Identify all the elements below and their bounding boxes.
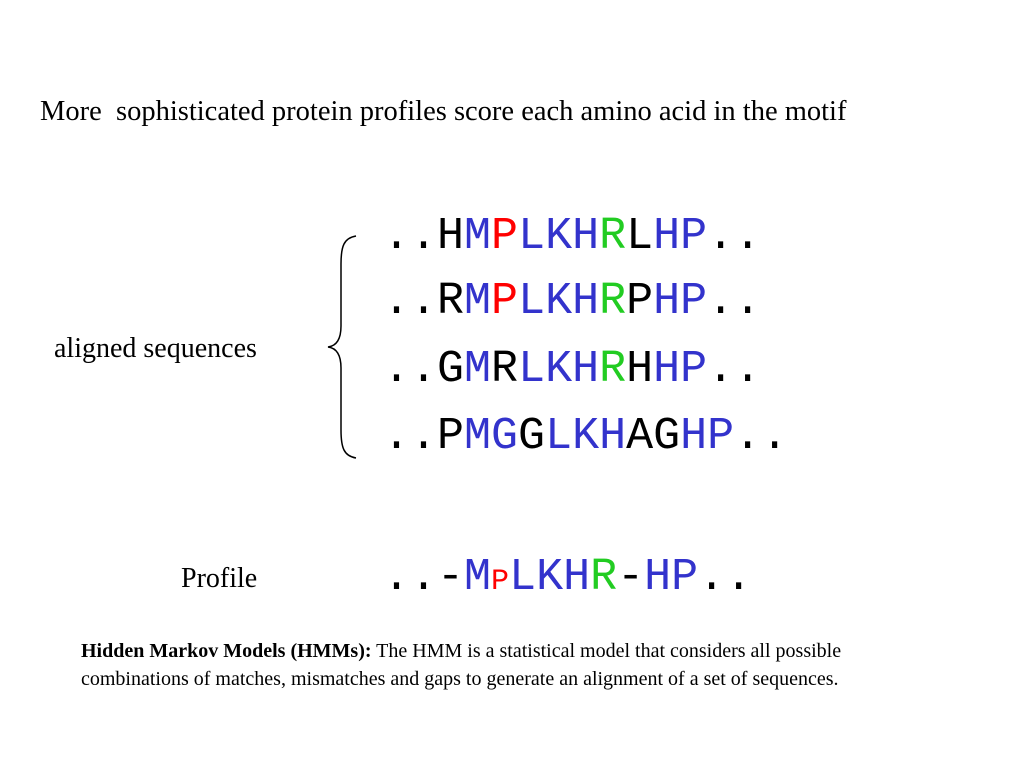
residue-segment: M <box>464 552 492 603</box>
residue-segment: .. <box>707 211 762 262</box>
residue-segment: HP <box>644 552 699 603</box>
aligned-sequence-1: ..HMPLKHRLHP.. <box>383 211 761 263</box>
residue-segment: M <box>464 344 492 395</box>
slide-title: More sophisticated protein profiles scor… <box>40 96 847 127</box>
residue-segment: P <box>626 276 654 327</box>
residue-segment: P <box>491 211 519 262</box>
residue-segment: .. <box>707 276 762 327</box>
residue-segment: R <box>590 552 618 603</box>
residue-segment: H <box>626 344 654 395</box>
residue-segment: LKH <box>518 211 600 262</box>
residue-segment: .. <box>383 276 438 327</box>
residue-segment: L <box>626 211 654 262</box>
residue-segment: P <box>437 411 465 462</box>
hmm-description: Hidden Markov Models (HMMs): The HMM is … <box>81 637 941 693</box>
residue-segment: .. <box>383 211 438 262</box>
residue-segment: R <box>599 276 627 327</box>
aligned-sequence-3: ..GMRLKHRHHP.. <box>383 344 761 396</box>
residue-segment: LKH <box>545 411 627 462</box>
residue-segment: R <box>491 344 519 395</box>
residue-segment: AG <box>626 411 681 462</box>
residue-segment: HP <box>653 276 708 327</box>
hmm-text: The HMM is a statistical model that cons… <box>81 640 842 690</box>
profile-label: Profile <box>181 563 258 594</box>
residue-segment: G <box>437 344 465 395</box>
residue-segment: R <box>599 211 627 262</box>
residue-segment: G <box>518 411 546 462</box>
residue-segment: .. <box>383 552 438 603</box>
aligned-sequence-2: ..RMPLKHRPHP.. <box>383 276 761 328</box>
residue-segment: .. <box>698 552 753 603</box>
residue-segment: LKH <box>509 552 591 603</box>
residue-segment: .. <box>383 344 438 395</box>
residue-segment: - <box>437 552 465 603</box>
residue-segment: MG <box>464 411 519 462</box>
residue-segment: HP <box>680 411 735 462</box>
residue-segment: P <box>491 276 519 327</box>
residue-segment: - <box>617 552 645 603</box>
residue-segment: H <box>437 211 465 262</box>
residue-segment: .. <box>383 411 438 462</box>
residue-segment: P <box>491 565 510 599</box>
residue-segment: M <box>464 276 492 327</box>
residue-segment: LKH <box>518 276 600 327</box>
profile-sequence: ..-MPLKHR-HP.. <box>383 552 752 608</box>
left-brace-icon <box>327 235 357 459</box>
residue-segment: .. <box>734 411 789 462</box>
residue-segment: .. <box>707 344 762 395</box>
residue-segment: M <box>464 211 492 262</box>
residue-segment: R <box>437 276 465 327</box>
residue-segment: LKH <box>518 344 600 395</box>
residue-segment: HP <box>653 211 708 262</box>
hmm-heading: Hidden Markov Models (HMMs): <box>81 640 372 662</box>
residue-segment: HP <box>653 344 708 395</box>
residue-segment: R <box>599 344 627 395</box>
aligned-sequences-label: aligned sequences <box>54 333 257 364</box>
aligned-sequence-4: ..PMGGLKHAGHP.. <box>383 411 788 463</box>
